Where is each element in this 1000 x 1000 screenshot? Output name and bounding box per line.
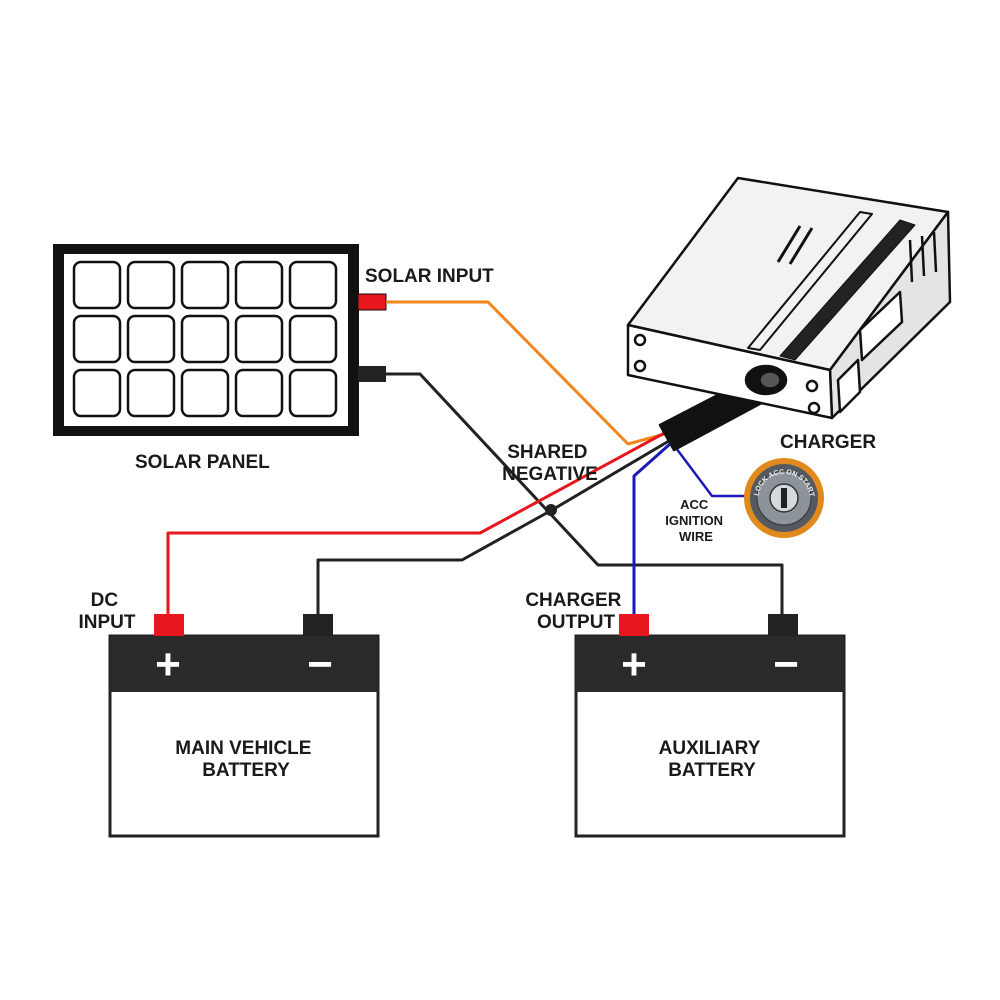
aux-battery-negative-terminal [768,614,798,636]
solar-cell-grid [72,260,338,418]
solar-cell [234,260,284,310]
wire-acc-ignition [675,447,746,498]
dc-input-label: DC INPUT [79,590,136,633]
solar-cell [72,314,122,364]
solar-panel-label: SOLAR PANEL [135,452,270,473]
main-battery-plus-sign: + [155,640,181,689]
solar-positive-terminal [357,293,387,311]
shared-negative-label: SHARED NEGATIVE [502,442,598,485]
solar-cell [288,368,338,418]
main-battery-label: MAIN VEHICLE BATTERY [175,738,316,781]
acc-ignition-wire-label: ACC IGNITION WIRE [665,497,726,544]
wire-solar-negative [386,372,784,614]
main-battery-minus-sign: − [307,640,333,689]
solar-cell [288,314,338,364]
solar-cell [72,260,122,310]
solar-cell [234,314,284,364]
solar-panel [53,244,387,436]
solar-cell [126,260,176,310]
wire-shared-negative-main [316,436,675,614]
wire-solar-positive [386,300,673,446]
wires [166,300,784,614]
solar-cell [180,260,230,310]
solar-cell [234,368,284,418]
wire-charger-output [632,442,671,614]
solar-input-label: SOLAR INPUT [365,266,494,287]
shared-negative-junction [545,504,557,516]
aux-battery-minus-sign: − [773,640,799,689]
main-vehicle-battery: + − [108,614,380,838]
aux-battery-label: AUXILIARY BATTERY [659,738,766,781]
solar-cell [288,260,338,310]
auxiliary-battery: + − [574,614,846,838]
solar-cell [180,314,230,364]
charger-label: CHARGER [780,432,876,453]
aux-battery-positive-terminal [619,614,649,636]
solar-negative-terminal [358,366,386,382]
charger-unit [626,176,952,452]
solar-cell [126,314,176,364]
wire-dc-input [166,428,671,614]
solar-cell [126,368,176,418]
solar-cell [72,368,122,418]
main-battery-negative-terminal [303,614,333,636]
charger-output-label: CHARGER OUTPUT [525,590,626,633]
main-battery-positive-terminal [154,614,184,636]
solar-cell [180,368,230,418]
ignition-switch-icon: LOCK ACC ON START [744,458,824,538]
aux-battery-plus-sign: + [621,640,647,689]
